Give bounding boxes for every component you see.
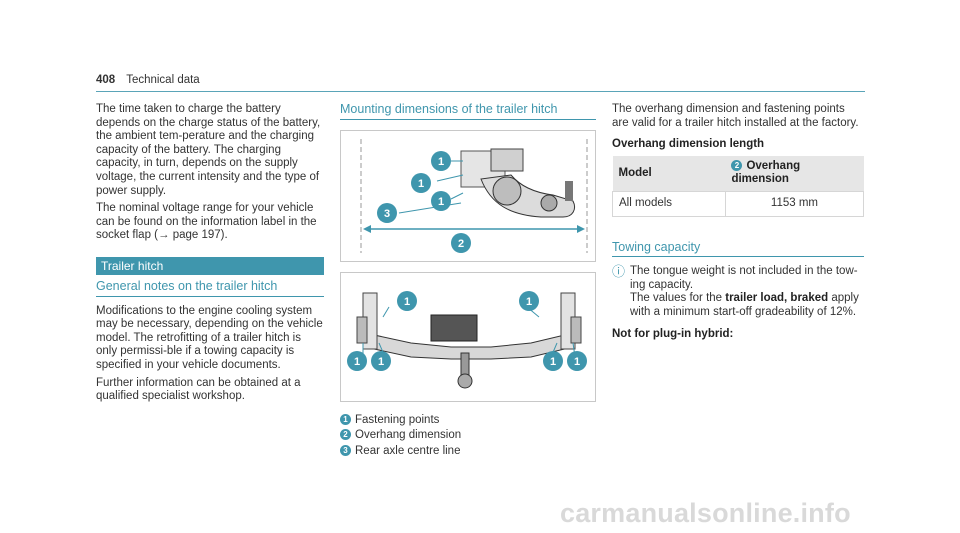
legend-item: 1 Fastening points — [340, 413, 596, 428]
legend-label: Overhang dimension — [355, 429, 462, 442]
section-band-trailer-hitch: Trailer hitch — [96, 256, 324, 275]
table-row: All models 1153 mm — [612, 190, 865, 217]
column-middle: Mounting dimensions of the trailer hitch… — [340, 102, 596, 460]
callout-rear-top-right: 1 — [519, 290, 539, 311]
header-model: Model — [612, 155, 726, 192]
subhead-general-notes: General notes on the trailer hitch — [96, 279, 324, 297]
cell-value: 1153 mm — [724, 190, 865, 217]
svg-text:3: 3 — [384, 208, 390, 220]
svg-text:1: 1 — [418, 178, 424, 190]
section-title: Technical data — [126, 74, 200, 86]
callout-rear-bottom-1: 1 — [347, 350, 367, 371]
svg-text:2: 2 — [458, 238, 464, 250]
column-right: The overhang dimension and fastening poi… — [612, 103, 865, 345]
legend-number: 2 — [340, 429, 351, 441]
note-bold: trailer load, braked — [725, 292, 829, 305]
callout-fastening-bottom: 1 — [431, 190, 451, 211]
callout-overhang: 2 — [451, 232, 471, 253]
svg-text:1: 1 — [378, 356, 384, 368]
svg-text:1: 1 — [550, 356, 556, 368]
callout-rear-top-left: 1 — [397, 290, 417, 311]
svg-text:1: 1 — [354, 356, 360, 368]
figure-side-view: 1 1 1 3 2 — [340, 129, 596, 262]
callout-fastening-mid: 1 — [411, 172, 431, 193]
voltage-paragraph: The nominal voltage range for your vehic… — [96, 202, 317, 242]
svg-text:1: 1 — [526, 296, 532, 308]
legend-number: 3 — [340, 444, 351, 456]
subhead-towing-capacity: Towing capacity — [612, 240, 864, 258]
header-number: 2 — [731, 159, 743, 171]
callout-rear-bottom-3: 1 — [543, 350, 563, 371]
callout-axle-centre: 3 — [377, 202, 397, 223]
note-line1: The tongue weight is not included in the… — [630, 265, 858, 291]
column-left: The time taken to charge the battery dep… — [96, 103, 324, 408]
svg-text:1: 1 — [404, 296, 410, 308]
note-text: The tongue weight is not included in the… — [630, 265, 864, 319]
rear-view-illustration: 1 1 1 1 1 1 — [347, 290, 587, 389]
towing-note: ⓘ The tongue weight is not included in t… — [612, 265, 864, 319]
legend-label: Rear axle centre line — [355, 444, 461, 457]
further-info-paragraph: Further information can be obtained at a… — [96, 376, 301, 403]
side-view-illustration: 1 1 1 3 2 — [360, 138, 588, 253]
svg-text:1: 1 — [438, 156, 444, 168]
legend-number: 1 — [340, 413, 351, 425]
charging-paragraph: The time taken to charge the battery dep… — [96, 103, 321, 197]
modifications-paragraph: Modifications to the engine cooling syst… — [96, 304, 323, 371]
svg-text:1: 1 — [438, 196, 444, 208]
legend-item: 2 Overhang dimension — [340, 429, 596, 443]
watermark: carmanualsonline.info — [560, 498, 851, 528]
note-post: apply with a minimum start-off gradeabil… — [630, 292, 859, 318]
note-pre: The values for the — [630, 292, 726, 305]
table-title: Overhang dimension length — [612, 138, 765, 151]
figure-rear-view: 1 1 1 1 1 1 — [340, 271, 596, 402]
header-rule — [96, 91, 865, 92]
svg-text:1: 1 — [574, 356, 580, 368]
overhang-paragraph: The overhang dimension and fastening poi… — [612, 103, 859, 129]
page-header: 408 Technical data — [96, 74, 200, 86]
cell-model: All models — [612, 190, 726, 217]
subhead-mounting-dimensions: Mounting dimensions of the trailer hitch — [340, 102, 596, 120]
info-icon: ⓘ — [612, 264, 626, 280]
plug-in-heading: Not for plug-in hybrid: — [612, 327, 734, 340]
callout-rear-bottom-2: 1 — [371, 350, 391, 371]
page-number: 408 — [96, 74, 116, 86]
legend-label: Fastening points — [355, 413, 440, 426]
legend-item: 3 Rear axle centre line — [340, 444, 596, 459]
callout-fastening-top: 1 — [431, 150, 451, 171]
callout-rear-bottom-4: 1 — [567, 350, 587, 371]
header-overhang-label: Overhang dimension — [731, 159, 801, 186]
note-line2: The values for the trailer load, braked … — [630, 292, 864, 319]
